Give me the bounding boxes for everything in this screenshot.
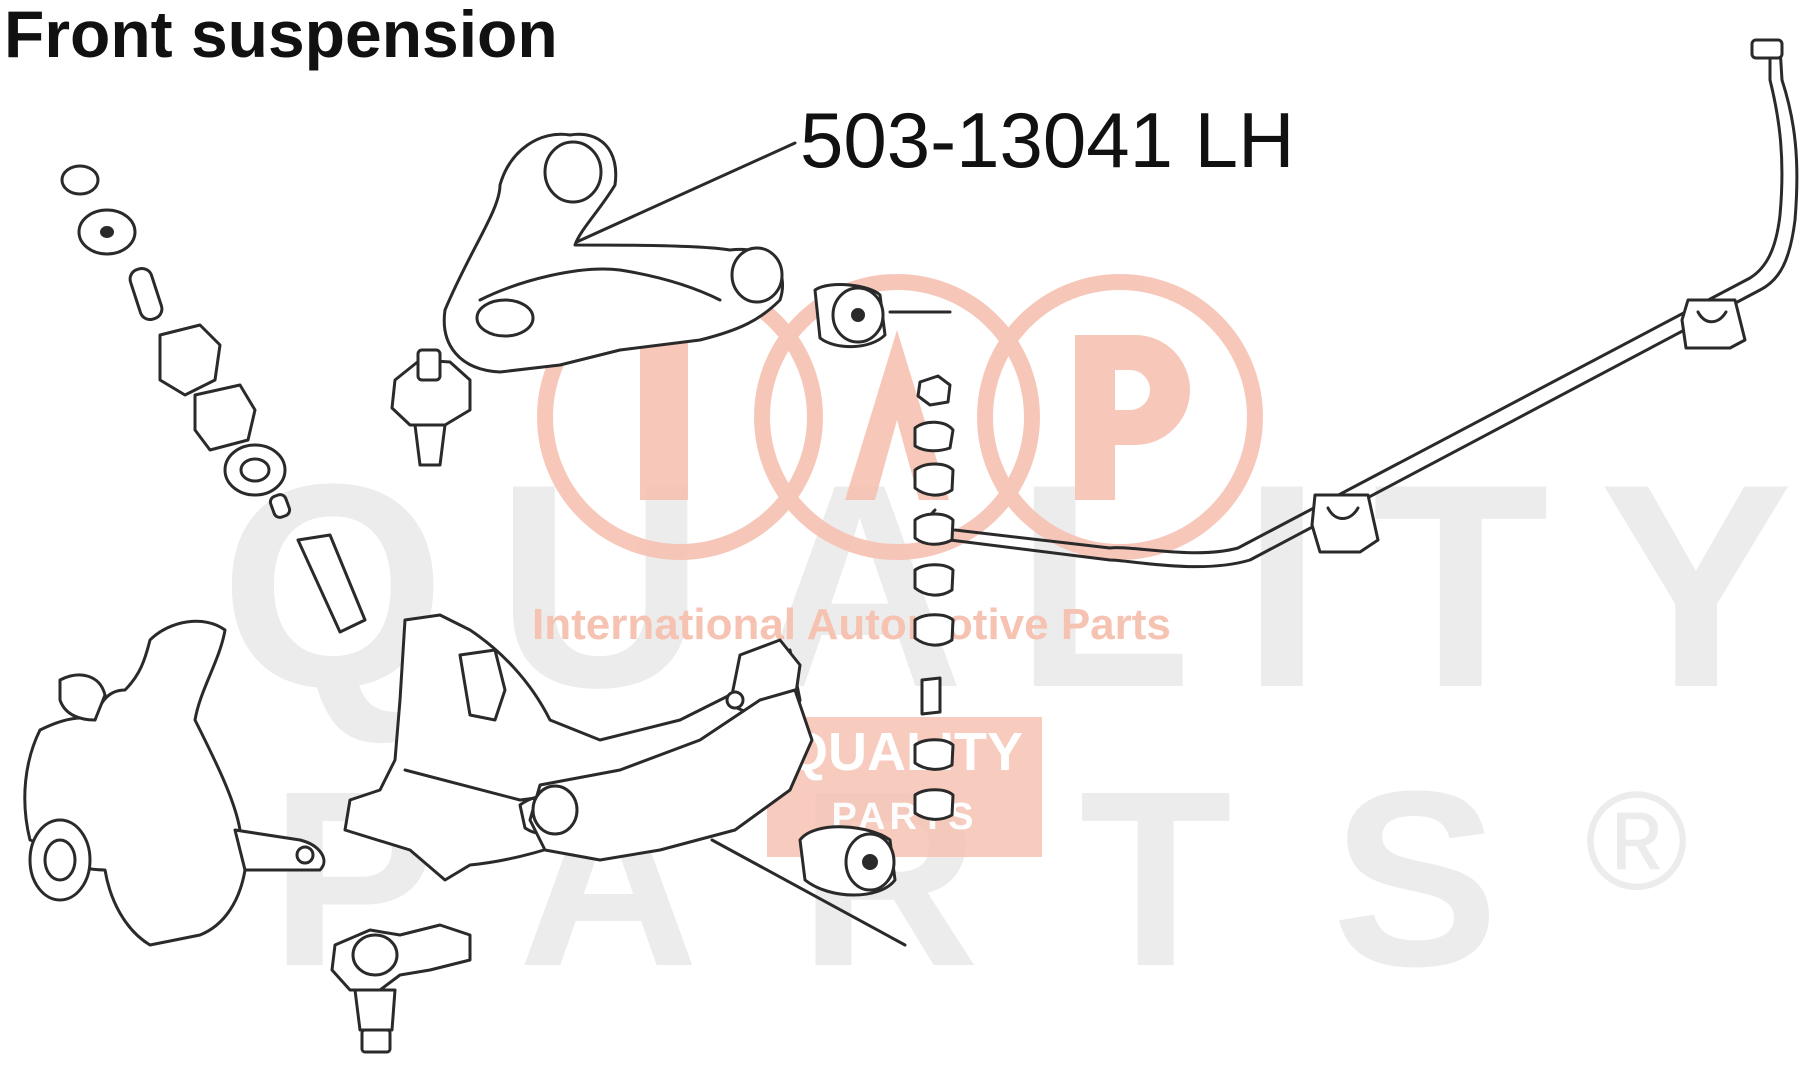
lower-arm-leader-line xyxy=(710,838,907,947)
lower-ball-joint xyxy=(330,923,472,1054)
watermark-tagline: International Automotive Parts xyxy=(532,600,1171,649)
part-number-label: 503-13041 LH xyxy=(800,96,1295,184)
lower-arm-rear-bushing xyxy=(798,825,897,897)
logo-letter-p xyxy=(1075,335,1190,500)
strut-components xyxy=(60,164,367,634)
diagram-title: Front suspension xyxy=(4,0,558,71)
logo-letter-a xyxy=(845,330,949,500)
steering-knuckle xyxy=(23,619,326,947)
stabilizer-bushing-left xyxy=(1310,493,1380,554)
upper-arm-leader-line xyxy=(568,141,797,247)
upper-control-arm xyxy=(442,132,785,374)
logo-ring-a xyxy=(754,274,1040,560)
upper-ball-joint xyxy=(390,348,472,467)
upper-arm-bushing xyxy=(813,283,952,349)
lower-control-arm xyxy=(528,688,814,862)
watermark-badge-quality: QUALITY xyxy=(786,722,1023,782)
logo-ring-p xyxy=(977,274,1263,560)
logo-letter-i xyxy=(640,335,688,500)
stabilizer-link-stack xyxy=(913,374,955,821)
stabilizer-bushing-right xyxy=(1680,298,1747,350)
